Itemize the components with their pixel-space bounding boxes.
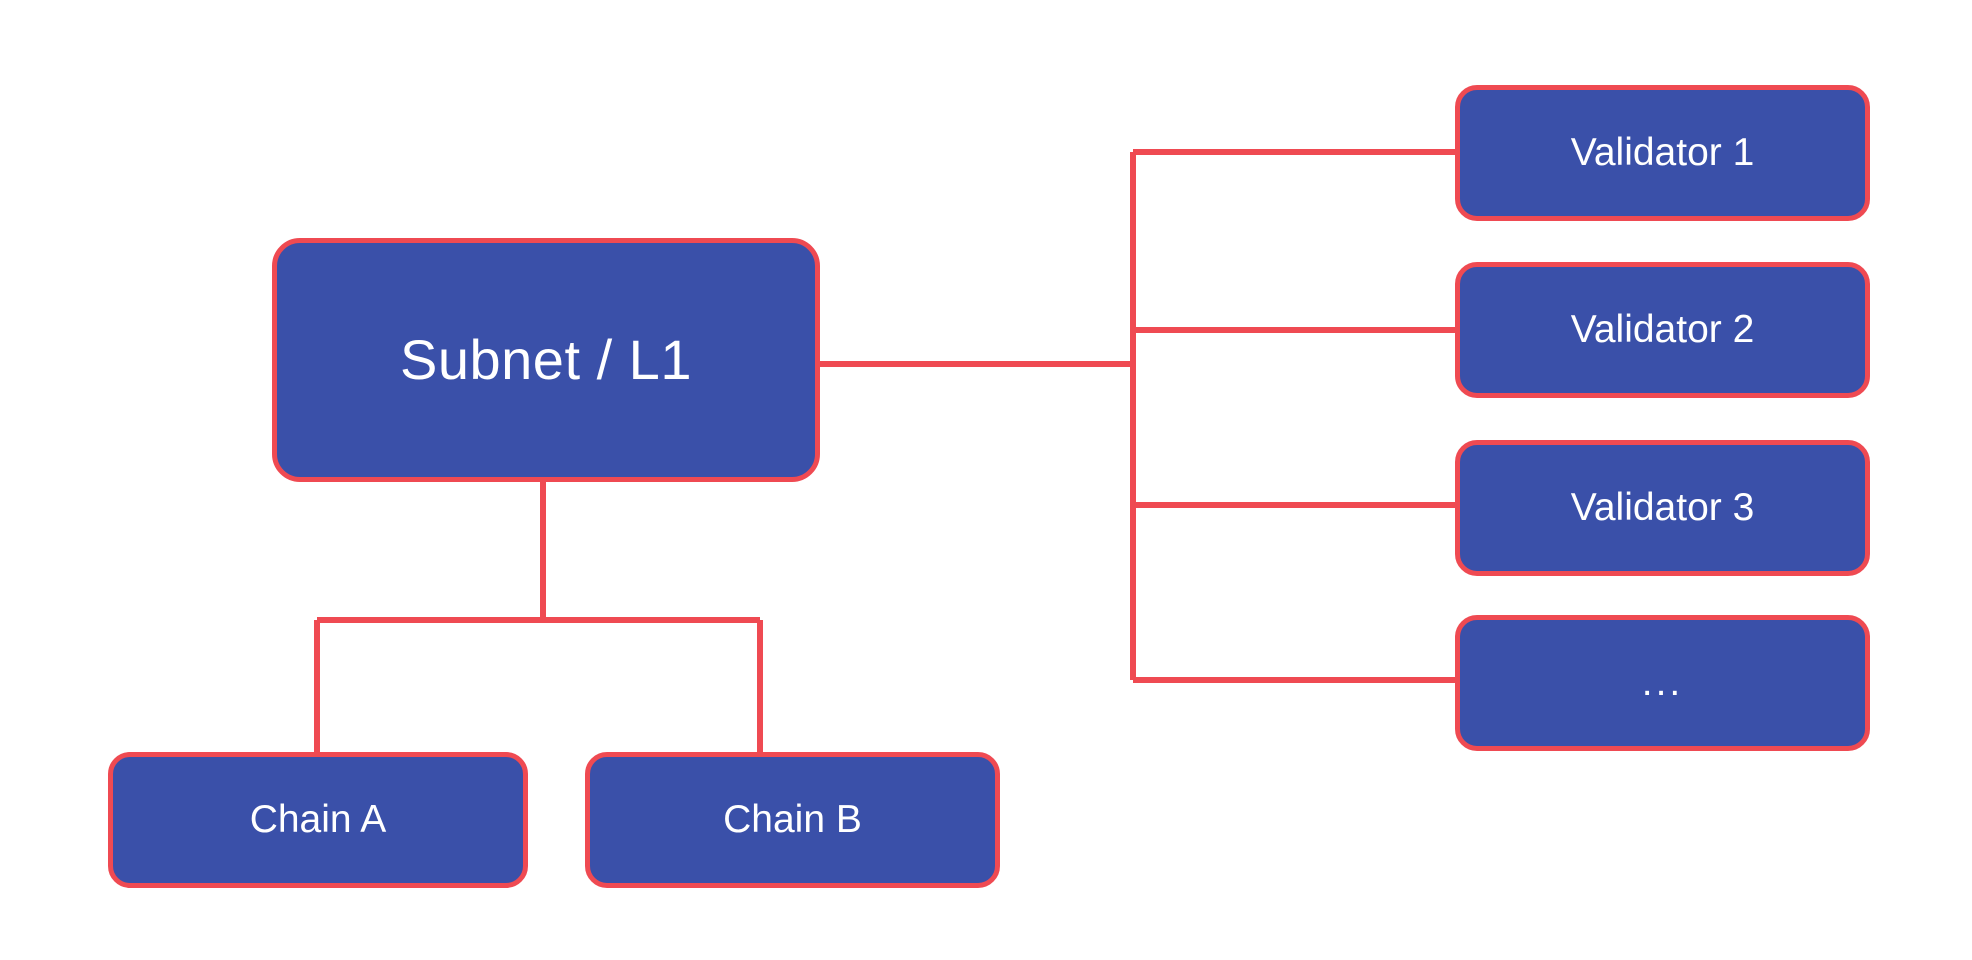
node-subnet-l1-label: Subnet / L1 — [400, 328, 692, 392]
node-validator-ellipsis[interactable]: ... — [1455, 615, 1870, 751]
node-chain-a[interactable]: Chain A — [108, 752, 528, 888]
node-validator-2-label: Validator 2 — [1570, 307, 1755, 351]
node-chain-b-label: Chain B — [723, 797, 862, 841]
node-chain-a-label: Chain A — [249, 797, 387, 841]
node-validator-ellipsis-label: ... — [1641, 660, 1684, 704]
node-subnet-l1[interactable]: Subnet / L1 — [272, 238, 820, 482]
node-validator-3-label: Validator 3 — [1570, 485, 1755, 529]
node-validator-1[interactable]: Validator 1 — [1455, 85, 1870, 221]
node-validator-1-label: Validator 1 — [1570, 130, 1755, 174]
node-validator-2[interactable]: Validator 2 — [1455, 262, 1870, 398]
node-validator-3[interactable]: Validator 3 — [1455, 440, 1870, 576]
node-chain-b[interactable]: Chain B — [585, 752, 1000, 888]
